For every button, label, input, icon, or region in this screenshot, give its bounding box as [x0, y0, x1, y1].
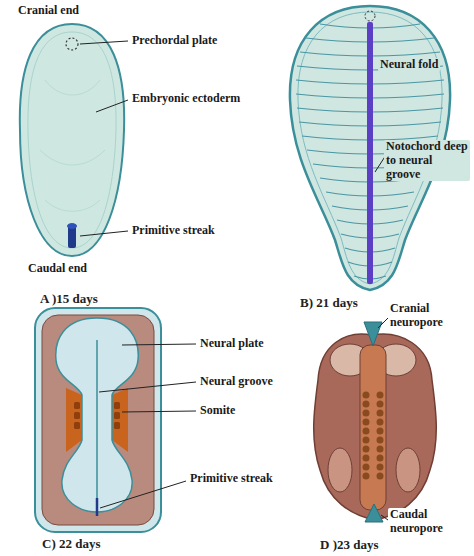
somite: [377, 410, 384, 417]
somite: [377, 446, 384, 453]
leader-line: [99, 382, 196, 392]
body-fold: [328, 448, 352, 492]
part-label: Caudal end: [28, 262, 87, 276]
paraxial-mesoderm: [112, 388, 128, 452]
somite: [377, 455, 384, 462]
part-label: Notochord deep to neural groove: [384, 140, 470, 181]
part-label: Embryonic ectoderm: [132, 92, 240, 106]
embryo-22-days: [35, 308, 196, 532]
panel-caption: D )23 days: [320, 538, 379, 553]
somite: [363, 455, 370, 462]
leader-line: [122, 411, 196, 412]
primitive-streak: [68, 226, 76, 248]
leader-line: [122, 344, 196, 345]
embryo-15-days: [20, 24, 128, 256]
leader-line: [378, 318, 388, 328]
part-label: Caudal neuropore: [388, 508, 470, 536]
mesoderm-rim: [42, 315, 154, 525]
part-label: Cranial neuropore: [388, 302, 470, 330]
embryonic-disc: [20, 24, 124, 256]
surface-texture: [40, 80, 105, 211]
panel-caption: A )15 days: [40, 292, 98, 307]
part-label: Prechordal plate: [132, 34, 217, 48]
somite: [74, 422, 80, 429]
primitive-node: [67, 223, 77, 229]
neural-tube: [360, 345, 386, 510]
somites: [363, 392, 384, 480]
leader-line: [80, 41, 128, 44]
primitive-streak: [96, 498, 99, 516]
leader-lines: [99, 344, 196, 508]
panel-caption: B) 21 days: [300, 296, 358, 311]
somite: [74, 412, 80, 419]
part-label: Cranial end: [18, 4, 79, 18]
part-label: Somite: [200, 404, 235, 418]
neural-groove: [96, 340, 98, 498]
somite: [377, 464, 384, 471]
part-label: Neural fold: [378, 58, 440, 72]
cranial-neuropore: [364, 322, 382, 346]
somite: [377, 419, 384, 426]
leader-line: [381, 515, 388, 520]
embryo-body: [314, 334, 437, 520]
somite: [363, 446, 370, 453]
leader-lines: [378, 318, 388, 520]
disc-inner-line: [28, 32, 116, 248]
paraxial-mesoderm: [66, 388, 82, 452]
somite: [114, 402, 120, 409]
somite: [363, 464, 370, 471]
somite: [74, 402, 80, 409]
body-fold: [396, 448, 420, 492]
leader-line: [80, 231, 128, 236]
caudal-neuropore: [365, 504, 383, 522]
part-label: Primitive streak: [132, 224, 215, 238]
somite: [377, 437, 384, 444]
somite: [363, 410, 370, 417]
somite: [363, 419, 370, 426]
somite: [377, 401, 384, 408]
leader-lines: [80, 41, 128, 236]
embryo-outline: [35, 308, 161, 532]
somite: [363, 392, 370, 399]
somite: [114, 422, 120, 429]
prechordal-plate: [365, 11, 375, 21]
leader-line: [96, 100, 128, 112]
somite: [363, 473, 370, 480]
somite: [363, 437, 370, 444]
part-label: Neural groove: [200, 375, 273, 389]
somite: [114, 412, 120, 419]
part-label: Neural plate: [200, 337, 264, 351]
somite: [377, 428, 384, 435]
somite: [363, 401, 370, 408]
somite: [377, 392, 384, 399]
leader-line: [100, 481, 186, 508]
somite: [363, 428, 370, 435]
embryo-23-days: [314, 318, 437, 522]
panel-caption: C) 22 days: [42, 537, 101, 552]
prechordal-plate: [66, 38, 78, 50]
part-label: Primitive streak: [190, 472, 273, 486]
notochord: [367, 22, 373, 284]
somite: [377, 473, 384, 480]
neural-plate: [56, 318, 138, 512]
